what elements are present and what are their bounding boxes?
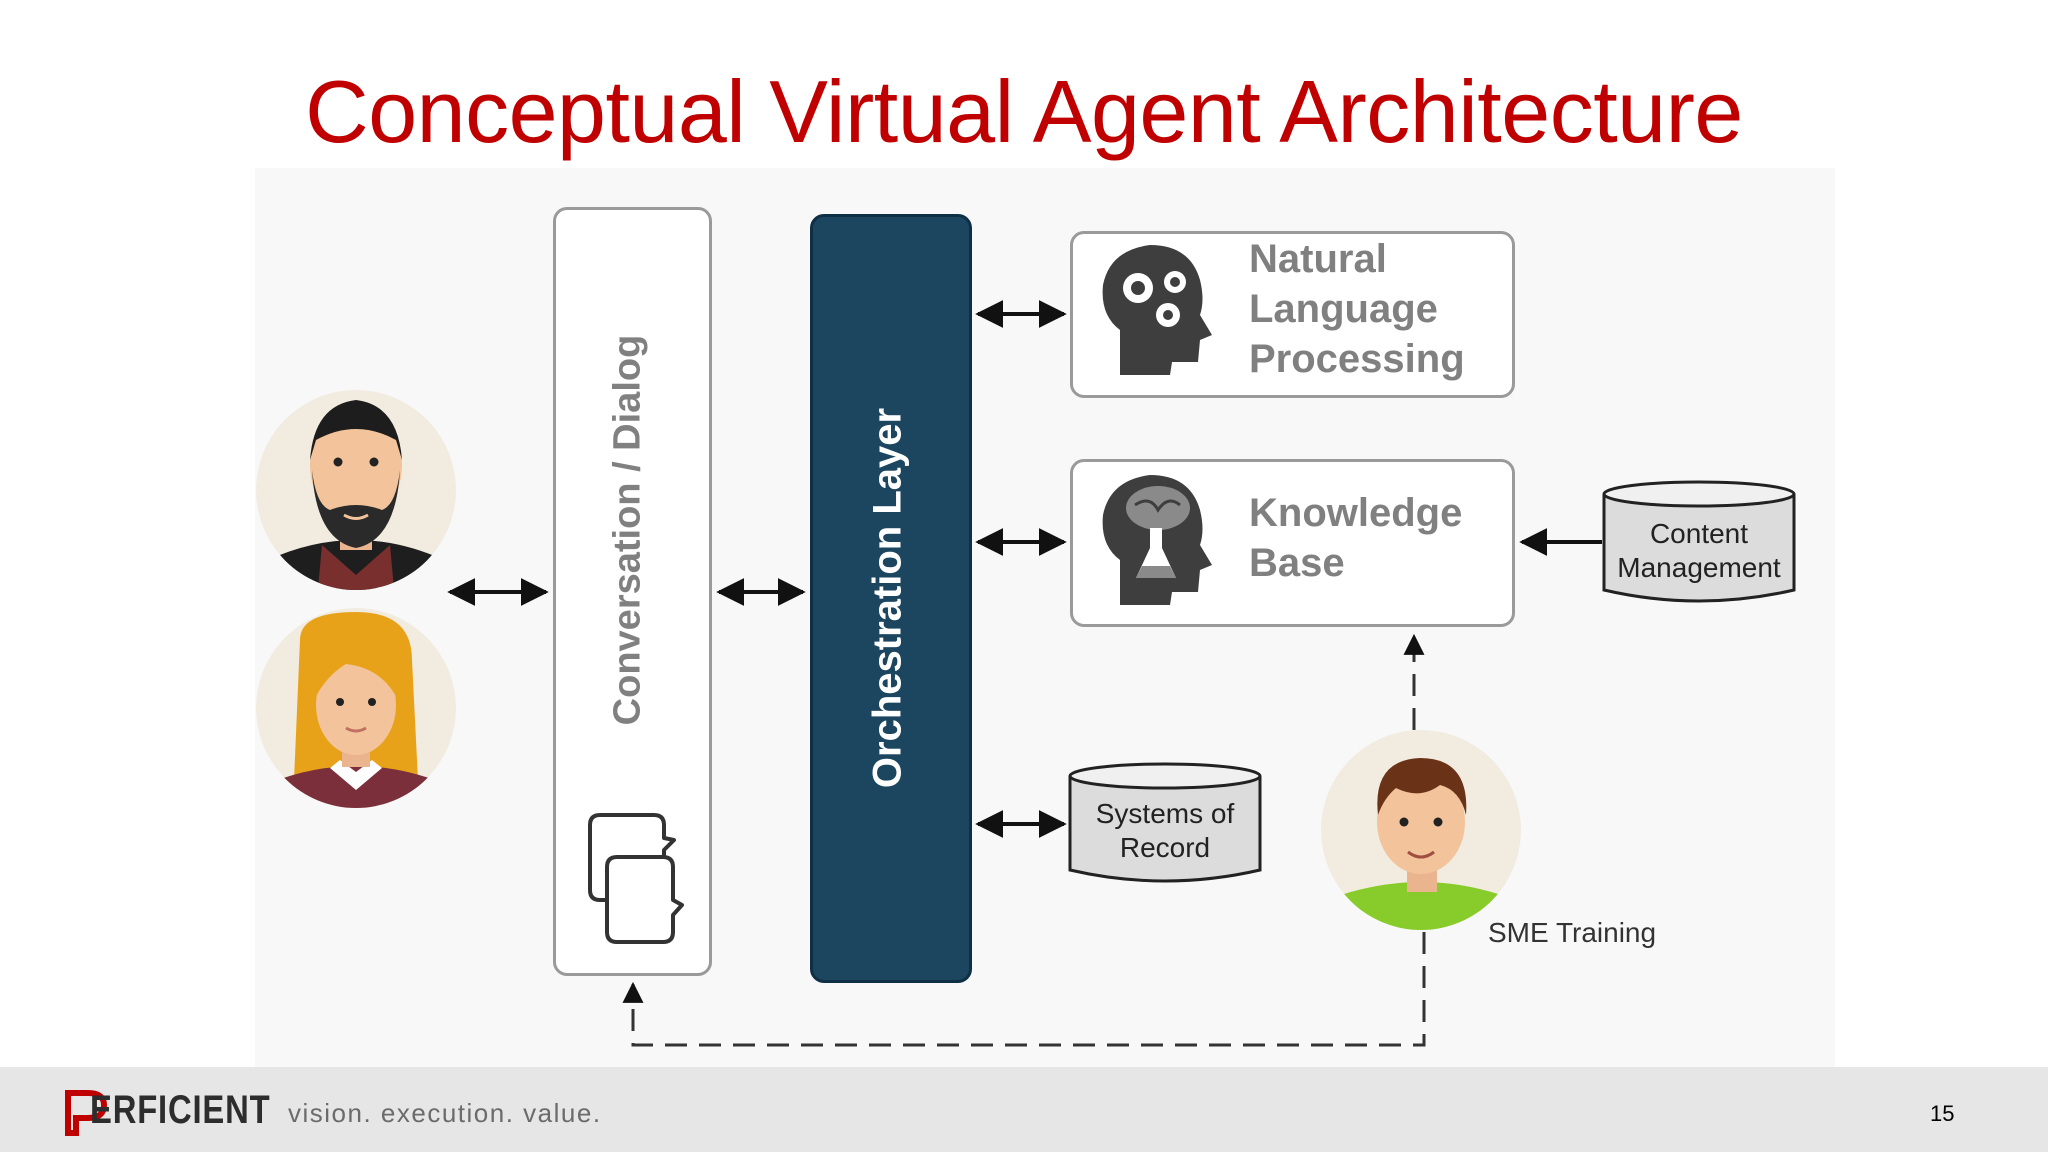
systems-of-record-line2: Record: [1119, 832, 1211, 863]
man-avatar: [256, 390, 456, 590]
brain-flask-head-icon: [1102, 475, 1212, 605]
nlp-label-line1: Natural: [1249, 237, 1387, 281]
slide-title: Conceptual Virtual Agent Architecture: [305, 62, 1743, 161]
sme-avatar: [1321, 730, 1521, 930]
nlp-label-line3: Processing: [1249, 337, 1465, 381]
content-management-label: Content Management: [1604, 517, 1794, 585]
footer-bar: [0, 1067, 2048, 1152]
content-management-line1: Content: [1649, 518, 1749, 549]
chat-bubbles-icon: [588, 813, 684, 944]
page-number: 15: [1930, 1101, 1955, 1126]
orchestration-layer-box: [810, 214, 972, 983]
dashed-sme-to-conversation: [622, 932, 1426, 1047]
systems-of-record-label: Systems of Record: [1070, 797, 1260, 865]
gears-head-icon: [1102, 245, 1212, 375]
knowledge-base-label-line1: Knowledge: [1249, 491, 1463, 535]
sme-training-label: SME Training: [1488, 917, 1657, 948]
content-management-database: [1602, 480, 1796, 603]
content-management-line2: Management: [1617, 552, 1781, 583]
footer-tagline: vision. execution. value.: [288, 1098, 602, 1128]
perficient-logo-text: ERFICIENT: [90, 1088, 271, 1132]
woman-avatar: [256, 608, 456, 808]
systems-of-record-line1: Systems of: [1095, 798, 1235, 829]
systems-of-record-database: [1068, 762, 1262, 883]
nlp-label-line2: Language: [1249, 287, 1438, 331]
knowledge-base-label-line2: Base: [1249, 541, 1345, 585]
